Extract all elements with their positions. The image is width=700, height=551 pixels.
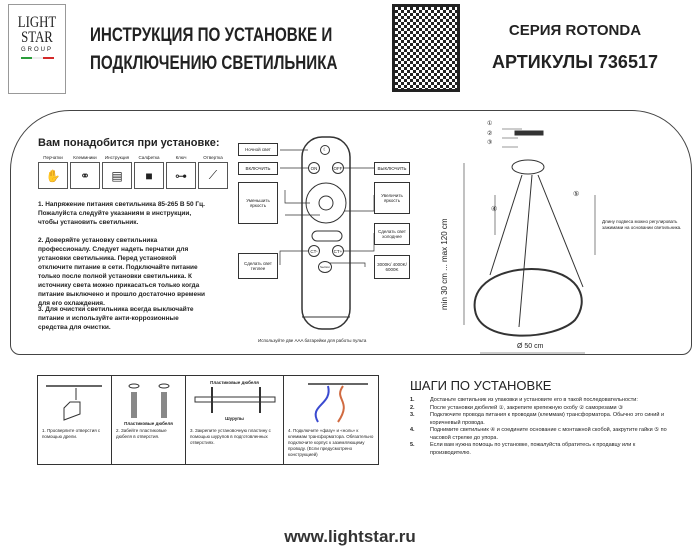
step-cell-2: Пластиковые дюбеля 2. Забейте пластиковы… xyxy=(112,376,186,464)
screwdriver-icon: ⟋ xyxy=(198,162,228,189)
requirement-1: 1. Напряжение питания светильника 85-265… xyxy=(38,201,205,226)
label-off: ВЫКЛЮЧИТЬ xyxy=(374,162,410,175)
label-night-light: Ночной свет xyxy=(238,143,278,156)
cloth-icon: ■ xyxy=(134,162,164,189)
step-item: 3.Подключите провода питания к проводам … xyxy=(410,412,665,426)
manual-icon: ▤ xyxy=(102,162,132,189)
section-button[interactable]: Section xyxy=(318,261,332,273)
mounting-plate-icon xyxy=(194,387,276,413)
steps-heading: ШАГИ ПО УСТАНОВКЕ xyxy=(410,378,552,393)
diameter-dimension: Ø 50 cm xyxy=(517,343,544,350)
lamp-diagram xyxy=(463,128,596,354)
on-button[interactable]: ON xyxy=(308,162,320,174)
website-link[interactable]: www.lightstar.ru xyxy=(284,527,416,546)
italian-flag-icon xyxy=(9,57,65,59)
suspension-note: Длину подвеса можно регулировать зажимам… xyxy=(602,219,682,230)
wrench-icon: ⊶ xyxy=(166,162,196,189)
tool-wrench: Ключ⊶ xyxy=(166,155,196,189)
requirement-2: 2. Доверяйте установку светильника профе… xyxy=(38,237,206,307)
tool-gloves: Перчатки✋ xyxy=(38,155,68,189)
steps-list: 1.Достаньте светильник из упаковки и уст… xyxy=(410,397,670,457)
lightstar-logo: LIGHT STAR GROUP xyxy=(8,4,66,94)
logo-line: GROUP xyxy=(20,47,53,53)
label-on: ВКЛЮЧИТЬ xyxy=(238,162,278,175)
tool-cloth: Салфетка■ xyxy=(134,155,164,189)
step-item: 4.Поднимите светильник ④ и соедините осн… xyxy=(410,427,667,441)
step-cell-3: Пластиковые дюбеля Шурупы 3. Закрепите у… xyxy=(186,376,284,464)
drill-icon xyxy=(46,385,102,421)
article-label: АРТИКУЛЫ 736517 xyxy=(492,52,658,72)
label-cold: Сделать свет холоднее xyxy=(374,223,410,245)
info-panel xyxy=(10,110,692,355)
callout-4: ④ xyxy=(491,206,498,213)
dowel-icon xyxy=(128,383,170,418)
tool-terminals: Клеммники⚭ xyxy=(70,155,100,189)
requirements-heading: Вам понадобится при установке: xyxy=(38,137,220,149)
ct-plus-button[interactable]: CT+ xyxy=(332,245,344,257)
logo-line: LIGHT xyxy=(17,14,57,31)
callout-5: ⑤ xyxy=(573,191,580,198)
step-cell-1: 1. Просверлите отверстия с помощью дрели… xyxy=(38,376,112,464)
step-item: 2.После установки дюбелей ①, закрепите к… xyxy=(410,404,624,411)
label-bright: Увеличить яркость xyxy=(374,182,410,214)
off-button[interactable]: OFF xyxy=(332,162,344,174)
series-label: СЕРИЯ ROTONDA xyxy=(508,22,642,39)
remote-outline xyxy=(279,136,375,330)
ct-minus-button[interactable]: CT- xyxy=(308,245,320,257)
step-item: 1.Достаньте светильник из упаковки и уст… xyxy=(410,397,638,403)
qr-code[interactable] xyxy=(392,4,460,92)
tool-manual: Инструкция▤ xyxy=(102,155,132,189)
terminals-icon: ⚭ xyxy=(70,162,100,189)
logo-line: STAR xyxy=(21,29,53,46)
label-dim: Уменьшить яркость xyxy=(238,182,278,224)
night-light-button[interactable]: ☾ xyxy=(320,145,330,155)
requirement-3: 3. Для очистки светильника всегда выключ… xyxy=(38,306,194,331)
tools-list: Перчатки✋ Клеммники⚭ Инструкция▤ Салфетк… xyxy=(38,155,228,189)
gloves-icon: ✋ xyxy=(38,162,68,189)
tool-screwdriver: Отвертка⟋ xyxy=(198,155,228,189)
step-cell-4: 4. Подключите «фазу» и «ноль» к клеммам … xyxy=(284,376,382,464)
wires-icon xyxy=(308,383,368,423)
label-warm: Сделать свет теплее xyxy=(238,253,278,279)
label-temps: 3000K/ 4000K/ 6000K xyxy=(374,255,410,279)
installation-steps-table: 1. Просверлите отверстия с помощью дрели… xyxy=(37,375,379,465)
step-item: 5.Если вам нужна помощь по установке, по… xyxy=(410,442,636,456)
remote-diagram: Ночной свет ВКЛЮЧИТЬ ВЫКЛЮЧИТЬ Уменьшить… xyxy=(238,135,410,335)
battery-note: Используйте две AAA батарейки для работы… xyxy=(258,338,367,343)
height-dimension: min 30 cm ... max 120 cm xyxy=(440,218,449,310)
